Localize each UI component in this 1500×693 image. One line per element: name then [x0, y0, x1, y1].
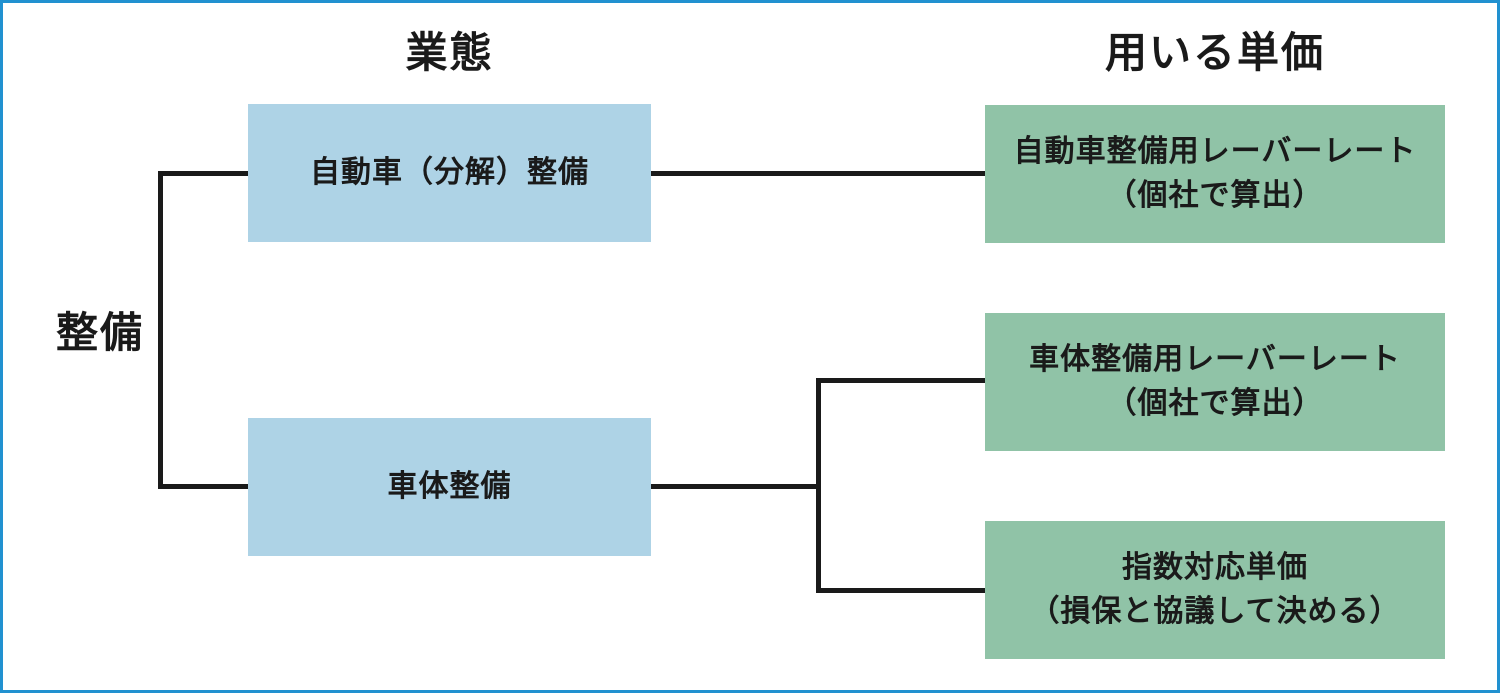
connector-root-vertical: [158, 171, 163, 489]
connector-auto-repair-to-labor-rate: [651, 171, 985, 176]
business-type-label: 車体整備: [387, 470, 512, 503]
root-node-label: 整備: [55, 308, 144, 356]
unit-price-box-index-based-unit-price: 指数対応単価 （損保と協議して決める）: [985, 521, 1445, 659]
connector-root-to-body-repair: [160, 484, 248, 489]
unit-price-line2: （個社で算出）: [1106, 179, 1324, 212]
column-header-unit-price: 用いる単価: [1104, 28, 1325, 76]
connector-branch-to-body-labor-rate: [818, 378, 985, 383]
unit-price-line1: 自動車整備用レーバーレート: [1013, 135, 1417, 168]
business-type-box-auto-disassembly-repair: 自動車（分解）整備: [248, 104, 651, 242]
connector-root-to-auto-repair: [160, 171, 248, 176]
connector-body-repair-to-branch: [651, 484, 818, 489]
unit-price-line2: （損保と協議して決める）: [1029, 595, 1401, 628]
unit-price-line2: （個社で算出）: [1106, 387, 1324, 420]
unit-price-line1: 指数対応単価: [1122, 551, 1308, 584]
business-type-label: 自動車（分解）整備: [310, 156, 589, 189]
connector-branch-vertical: [816, 378, 821, 593]
business-type-box-body-repair: 車体整備: [248, 418, 651, 556]
unit-price-line1: 車体整備用レーバーレート: [1029, 343, 1401, 376]
connector-branch-to-index-unit-price: [818, 588, 985, 593]
column-header-business-type: 業態: [405, 28, 494, 76]
unit-price-box-auto-repair-labor-rate: 自動車整備用レーバーレート （個社で算出）: [985, 105, 1445, 243]
unit-price-box-body-repair-labor-rate: 車体整備用レーバーレート （個社で算出）: [985, 313, 1445, 451]
